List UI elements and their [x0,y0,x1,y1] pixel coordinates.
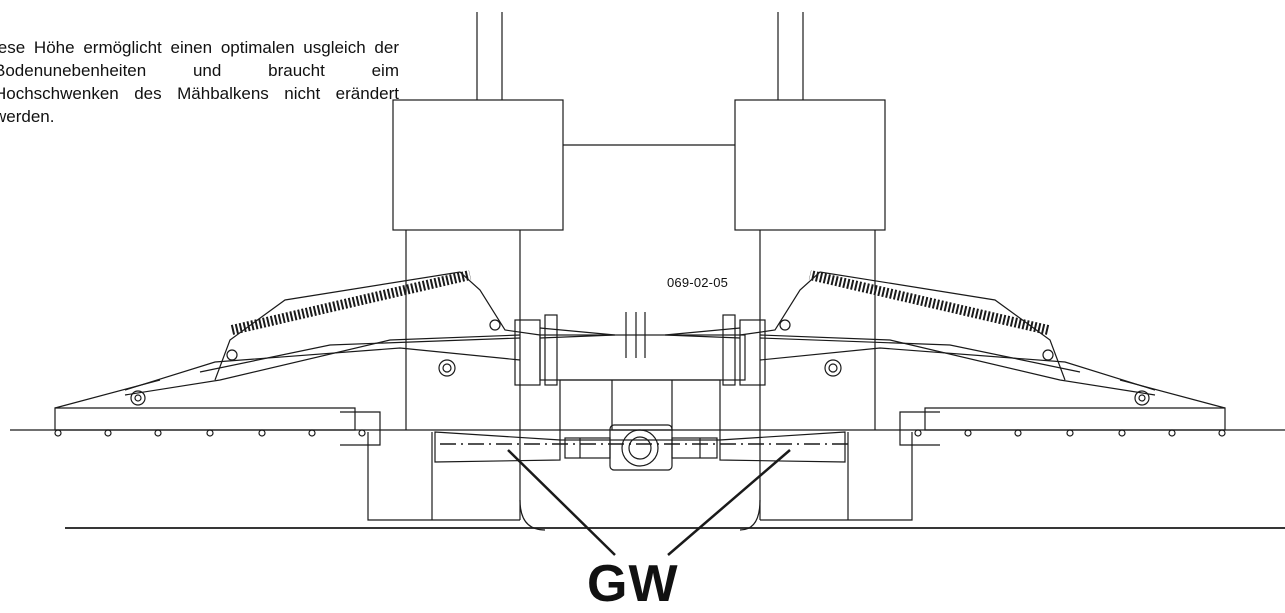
right-column [734,12,886,520]
right-mower-unit [664,270,1226,521]
callout-label-gw: GW [587,555,679,613]
gearbox [564,424,718,471]
bolt-row [54,429,1226,437]
left-mower-unit [54,270,616,521]
leader-line-left [507,449,616,556]
left-column [392,12,564,520]
drawing-code: 069-02-05 [667,275,729,290]
description-text: iese Höhe ermöglicht einen optimalen usg… [0,38,399,126]
leader-line-right [667,449,791,556]
